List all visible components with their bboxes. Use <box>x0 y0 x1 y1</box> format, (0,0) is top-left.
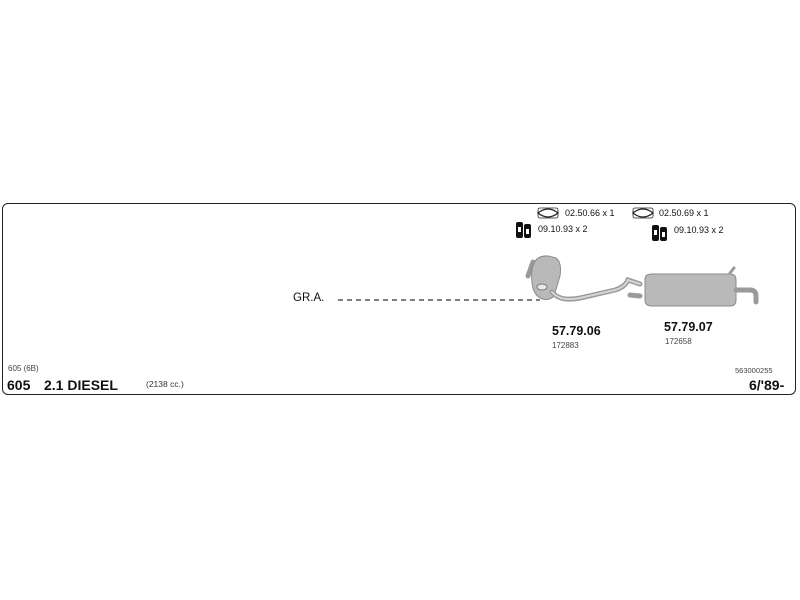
part-number-rear-muffler: 57.79.07 <box>664 320 713 334</box>
connection-label: GR.A. <box>293 292 325 304</box>
tail-pipe <box>733 287 759 305</box>
pipe-clamp <box>627 292 643 299</box>
model-name: 605 <box>7 377 31 393</box>
gasket-code-2: 02.50.69 x 1 <box>659 208 709 218</box>
gasket-icon <box>632 207 654 219</box>
part-number-front-silencer: 57.79.06 <box>552 324 601 338</box>
engine-label: 2.1 DIESEL <box>44 377 118 393</box>
rear-muffler-hanger <box>728 266 736 275</box>
front-pipe-inlet <box>525 259 536 279</box>
displacement-label: (2138 cc.) <box>146 379 184 389</box>
intermediate-pipe-highlight <box>551 278 641 301</box>
part-ref-rear-muffler: 172658 <box>665 337 692 346</box>
gasket-code-1: 02.50.66 x 1 <box>565 208 615 218</box>
front-silencer-flange <box>536 283 548 291</box>
hanger-code-1: 09.10.93 x 2 <box>538 224 588 234</box>
hanger-code-2: 09.10.93 x 2 <box>674 225 724 235</box>
part-ref-front-silencer: 172883 <box>552 341 579 350</box>
model-code: 605 (6B) <box>8 364 39 373</box>
hanger-icon <box>516 222 531 238</box>
gasket-icon <box>537 207 559 219</box>
hanger-icon <box>652 225 667 241</box>
date-range: 6/'89- <box>749 377 785 393</box>
catalog-number: 563000255 <box>735 366 773 375</box>
rear-muffler <box>644 273 737 307</box>
